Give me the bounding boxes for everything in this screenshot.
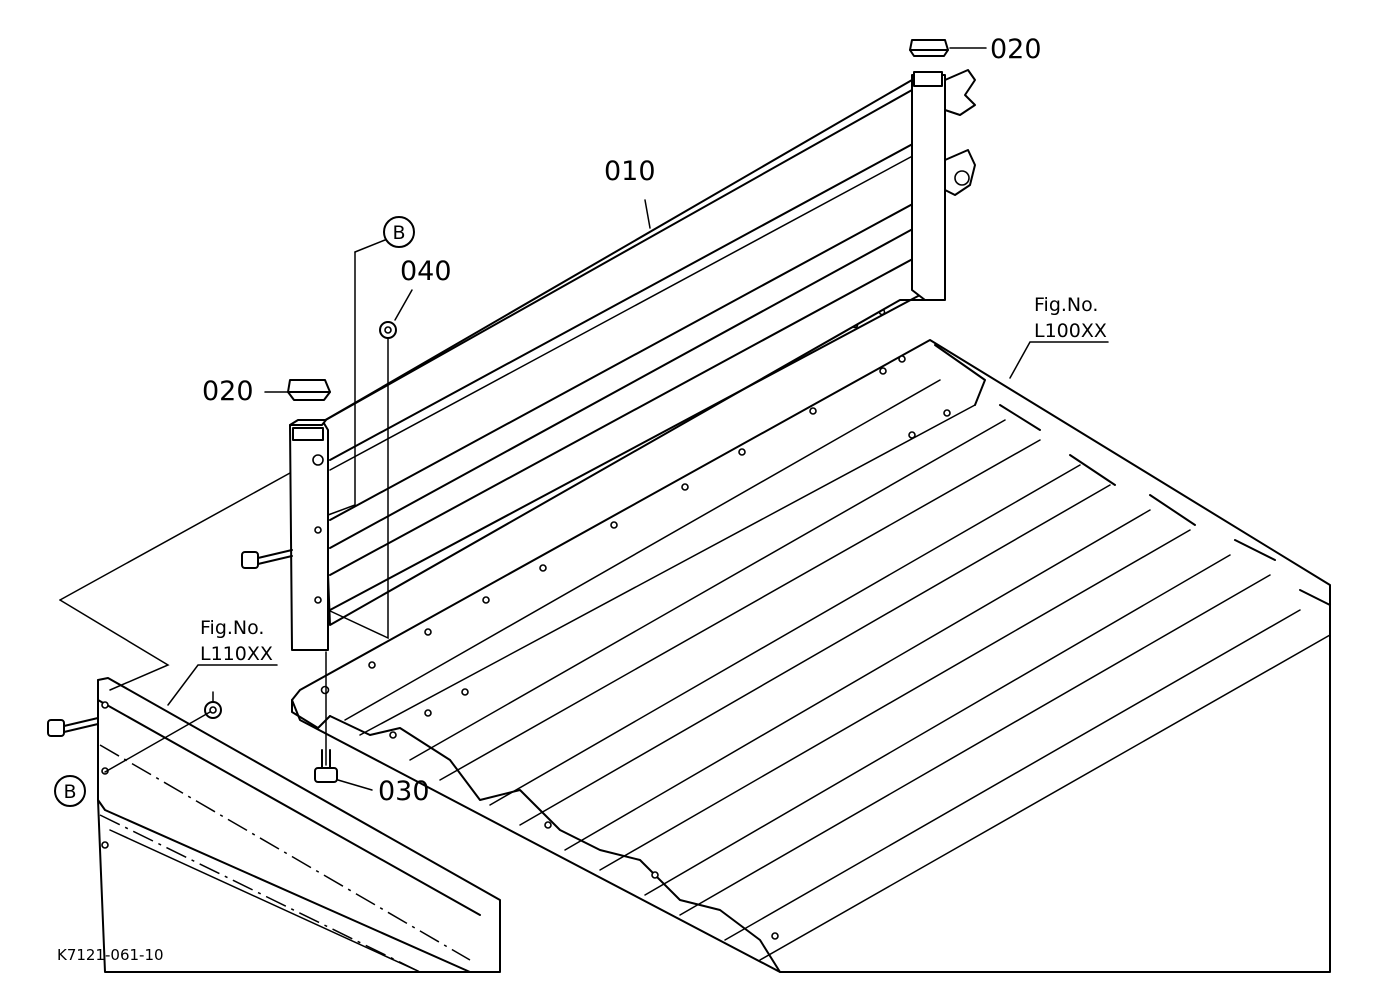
callout-030: 030 (378, 776, 430, 807)
fig-ref-side-number: L110XX (200, 643, 273, 665)
cap-020-left (287, 379, 331, 401)
callout-020-left: 020 (202, 376, 254, 407)
bolt-side-lower (47, 717, 99, 737)
fig-ref-side-label: Fig.No. (200, 617, 264, 639)
bolt-side-upper (241, 549, 293, 569)
ref-b-lower-label: B (63, 781, 76, 803)
assembly-lines (59, 47, 1109, 791)
cargo-deck (291, 308, 1331, 973)
fig-ref-deck-label: Fig.No. (1034, 294, 1098, 316)
callout-020-top: 020 (990, 34, 1042, 65)
fig-ref-deck-number: L100XX (1034, 320, 1107, 342)
callout-040: 040 (400, 256, 452, 287)
bolt-030 (314, 749, 338, 783)
ref-b-lower: B (54, 775, 86, 807)
ref-b-upper: B (383, 216, 415, 248)
nut-side-lower (204, 701, 222, 719)
callout-010: 010 (604, 156, 656, 187)
ref-b-upper-label: B (392, 222, 405, 244)
drawing-code: K7121-061-10 (57, 946, 164, 964)
nut-040 (379, 321, 397, 339)
cap-020-top (909, 39, 949, 57)
deck-holes (320, 308, 951, 940)
side-panel (97, 677, 501, 973)
gate-panel (289, 69, 976, 651)
